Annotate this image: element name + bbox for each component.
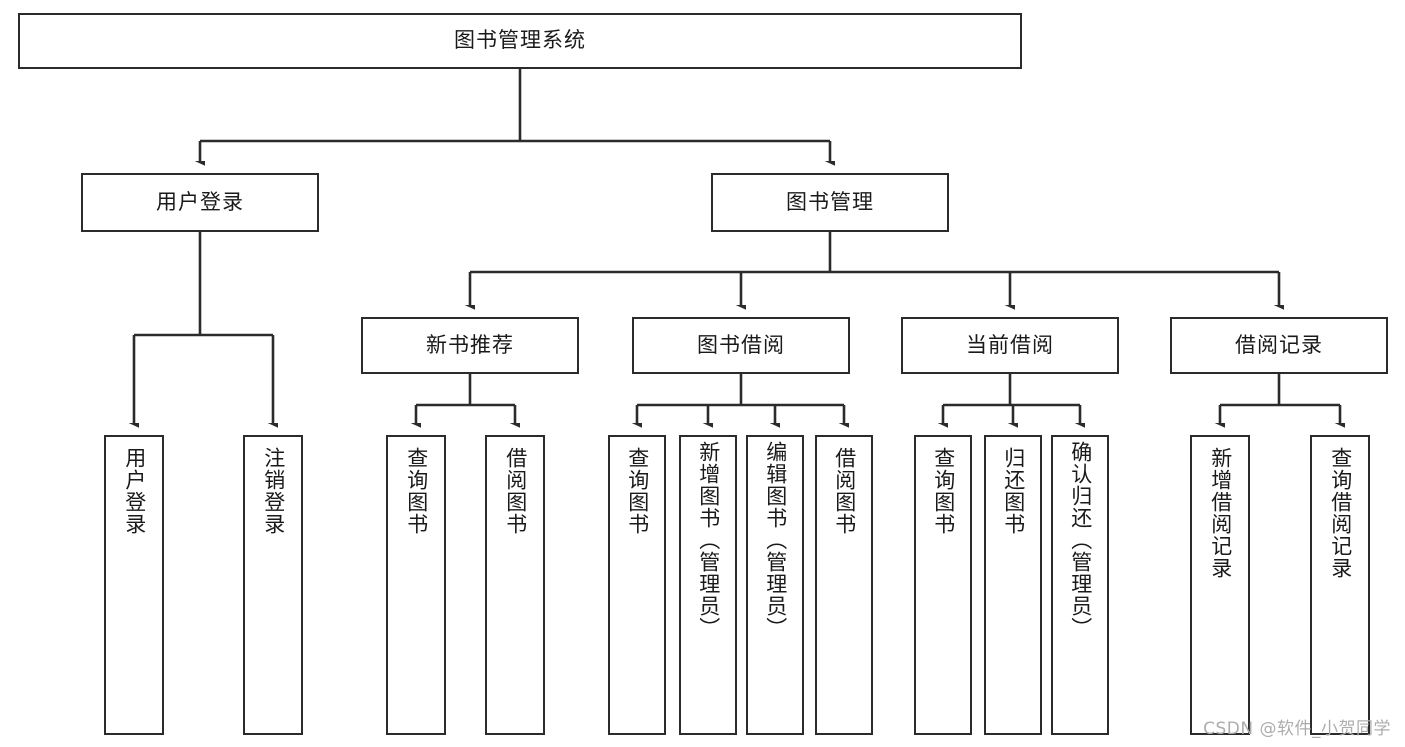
node-label: 新增借阅记录	[1208, 447, 1233, 579]
node-current-borrow[interactable]: 当前借阅	[901, 317, 1119, 374]
node-label: 图书借阅	[697, 332, 785, 357]
node-label: 确认归还（管理员）	[1068, 441, 1093, 639]
node-leaf-query-record[interactable]: 查询借阅记录	[1310, 435, 1370, 735]
node-leaf-query-book-3[interactable]: 查询图书	[914, 435, 972, 735]
node-book-management[interactable]: 图书管理	[711, 173, 949, 232]
node-label: 注销登录	[261, 447, 286, 535]
node-leaf-logout[interactable]: 注销登录	[243, 435, 303, 735]
node-user-login[interactable]: 用户登录	[81, 173, 319, 232]
node-label: 借阅图书	[832, 447, 857, 535]
node-label: 图书管理系统	[454, 28, 586, 53]
node-leaf-add-record[interactable]: 新增借阅记录	[1190, 435, 1250, 735]
node-label: 查询图书	[625, 447, 650, 535]
node-label: 查询图书	[404, 447, 429, 535]
node-label: 借阅图书	[503, 447, 528, 535]
node-leaf-add-book[interactable]: 新增图书（管理员）	[679, 435, 737, 735]
node-label: 新书推荐	[426, 332, 514, 357]
node-borrow-records[interactable]: 借阅记录	[1170, 317, 1388, 374]
node-label: 借阅记录	[1235, 332, 1323, 357]
node-book-borrow[interactable]: 图书借阅	[632, 317, 850, 374]
node-label: 查询借阅记录	[1328, 447, 1353, 579]
node-leaf-borrow-book-1[interactable]: 借阅图书	[485, 435, 545, 735]
node-label: 当前借阅	[966, 332, 1054, 357]
node-label: 编辑图书（管理员）	[763, 441, 788, 639]
node-root[interactable]: 图书管理系统	[18, 13, 1022, 69]
node-leaf-confirm-return[interactable]: 确认归还（管理员）	[1051, 435, 1109, 735]
node-leaf-user-login[interactable]: 用户登录	[104, 435, 164, 735]
node-leaf-return-book[interactable]: 归还图书	[984, 435, 1042, 735]
node-label: 图书管理	[786, 189, 874, 214]
node-label: 用户登录	[156, 189, 244, 214]
node-label: 新增图书（管理员）	[696, 441, 721, 639]
node-leaf-edit-book[interactable]: 编辑图书（管理员）	[746, 435, 804, 735]
node-label: 用户登录	[122, 447, 147, 535]
node-label: 查询图书	[931, 447, 956, 535]
node-leaf-query-book-1[interactable]: 查询图书	[386, 435, 446, 735]
node-label: 归还图书	[1001, 447, 1026, 535]
node-leaf-query-book-2[interactable]: 查询图书	[608, 435, 666, 735]
node-leaf-borrow-book-2[interactable]: 借阅图书	[815, 435, 873, 735]
node-new-book-recommend[interactable]: 新书推荐	[361, 317, 579, 374]
watermark-text: CSDN @软件_小贺同学	[1203, 719, 1391, 739]
